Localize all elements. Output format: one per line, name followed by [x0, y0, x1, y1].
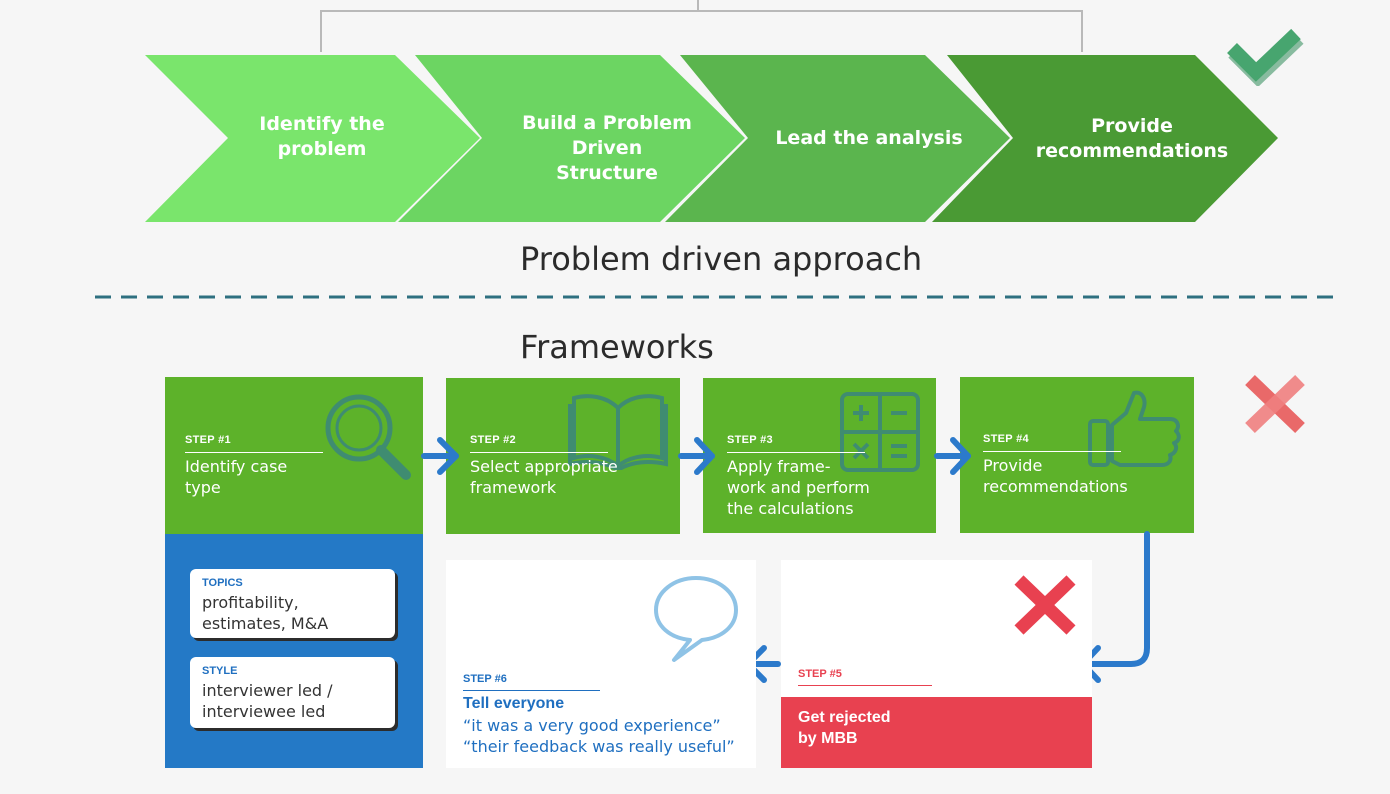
- check-icon: [1227, 28, 1304, 86]
- magnifier-icon: [325, 394, 411, 480]
- step-2-text: Select appropriate framework: [470, 457, 618, 497]
- speech-bubble-icon: [654, 576, 738, 662]
- step-6-quote-1: “it was a very good experience”: [463, 716, 721, 735]
- top-connector: [320, 0, 1083, 52]
- frameworks-title: Frameworks: [520, 328, 714, 366]
- cross-icon: [1245, 374, 1305, 434]
- step-1-text: Identify case type: [185, 457, 288, 497]
- step-2-box: STEP #2 Select appropriate framework: [446, 378, 680, 534]
- step-2-rule: [470, 452, 608, 453]
- step-4-text: Provide recommendations: [983, 456, 1128, 496]
- step-5-box: STEP #5 Get rejected by MBB: [781, 560, 1092, 768]
- chevron-1-label: Identify the problem: [259, 113, 385, 160]
- step-6-rule: [463, 690, 600, 691]
- step-6-quote-2: “their feedback was really useful”: [463, 737, 735, 756]
- chevron-4-label: Provide recommendations: [1035, 115, 1229, 162]
- approach-chevrons: [145, 55, 1278, 222]
- step-5-cross-icon: [1014, 575, 1076, 635]
- topics-panel: TOPICS profitability, estimates, M&A STY…: [165, 534, 423, 768]
- style-tag: STYLE: [202, 665, 238, 677]
- step-5-band: Get rejected by MBB: [781, 697, 1092, 768]
- topics-card: TOPICS profitability, estimates, M&A: [190, 569, 395, 638]
- topics-text: profitability, estimates, M&A: [202, 593, 329, 633]
- step-4-rule: [983, 451, 1121, 452]
- calculator-icon: [840, 392, 920, 472]
- step-3-text: Apply frame- work and perform the calcul…: [727, 457, 870, 518]
- chevron-4: [932, 55, 1278, 222]
- step-3-box: STEP #3 Apply frame- work and perform th…: [703, 378, 936, 533]
- topics-tag: TOPICS: [202, 577, 243, 589]
- step-6-box: STEP #6 Tell everyone “it was a very goo…: [446, 560, 756, 768]
- step-5-text: Get rejected by MBB: [798, 709, 891, 747]
- chevron-1: [145, 55, 480, 222]
- step-5-tag: STEP #5: [798, 668, 842, 680]
- step-4-tag: STEP #4: [983, 433, 1029, 445]
- book-icon: [568, 394, 668, 470]
- style-text: interviewer led / interviewee led: [202, 681, 333, 721]
- chevron-2: [398, 55, 745, 222]
- step-3-rule: [727, 452, 865, 453]
- step-6-tag: STEP #6: [463, 673, 507, 685]
- approach-title: Problem driven approach: [520, 240, 923, 278]
- chevron-3-label: Lead the analysis: [775, 127, 963, 149]
- step-5-rule: [798, 685, 932, 686]
- step-1-tag: STEP #1: [185, 434, 231, 446]
- thumbs-up-icon: [1088, 390, 1181, 467]
- step-2-tag: STEP #2: [470, 434, 516, 446]
- step-3-tag: STEP #3: [727, 434, 773, 446]
- step-6-title: Tell everyone: [463, 695, 565, 712]
- chevron-2-label: Build a Problem Driven Structure: [522, 112, 692, 184]
- step-1-box: STEP #1 Identify case type: [165, 377, 423, 534]
- style-card: STYLE interviewer led / interviewee led: [190, 657, 395, 728]
- chevron-3: [665, 55, 1010, 222]
- step-1-rule: [185, 452, 323, 453]
- section-divider: [95, 295, 1340, 299]
- step-4-box: STEP #4 Provide recommendations: [960, 377, 1194, 533]
- arrow-4-5: [1081, 531, 1150, 667]
